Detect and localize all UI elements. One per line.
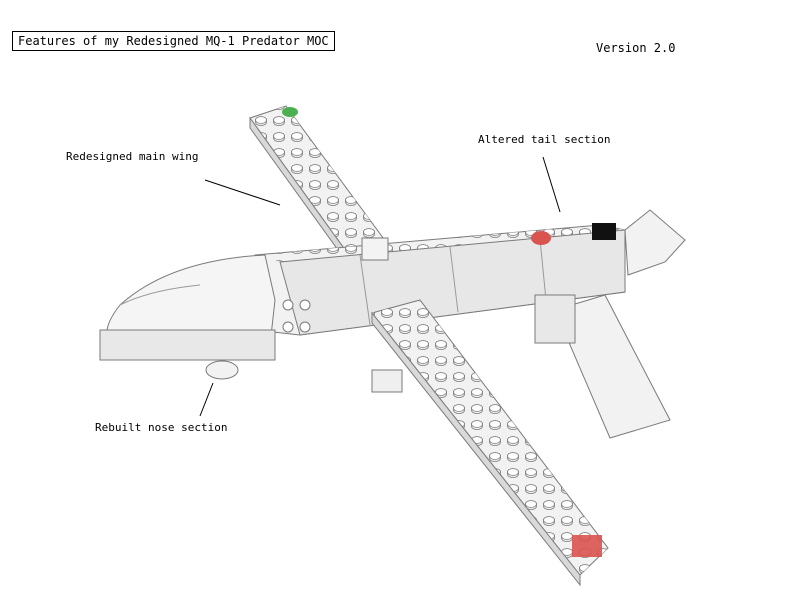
tail-fin [534, 209, 686, 439]
wing-leader-line [204, 179, 281, 206]
black-tail-brick [592, 223, 616, 240]
version-label: Version 2.0 [596, 41, 676, 55]
callout-main-wing: Redesigned main wing [66, 150, 199, 163]
red-wingtip-light [572, 535, 602, 557]
callout-nose: Rebuilt nose section [95, 421, 228, 434]
green-nav-light [282, 107, 298, 117]
loose-brick [371, 369, 403, 393]
callout-tail: Altered tail section [478, 133, 611, 146]
rear-wing-section [249, 105, 393, 277]
red-tail-light [531, 231, 551, 245]
page-title: Features of my Redesigned MQ-1 Predator … [12, 31, 335, 51]
tail-leader-line [542, 156, 561, 213]
nose-canopy [99, 254, 276, 380]
center-brick [361, 237, 389, 261]
main-wing [371, 299, 609, 587]
nose-leader-line [199, 382, 214, 417]
